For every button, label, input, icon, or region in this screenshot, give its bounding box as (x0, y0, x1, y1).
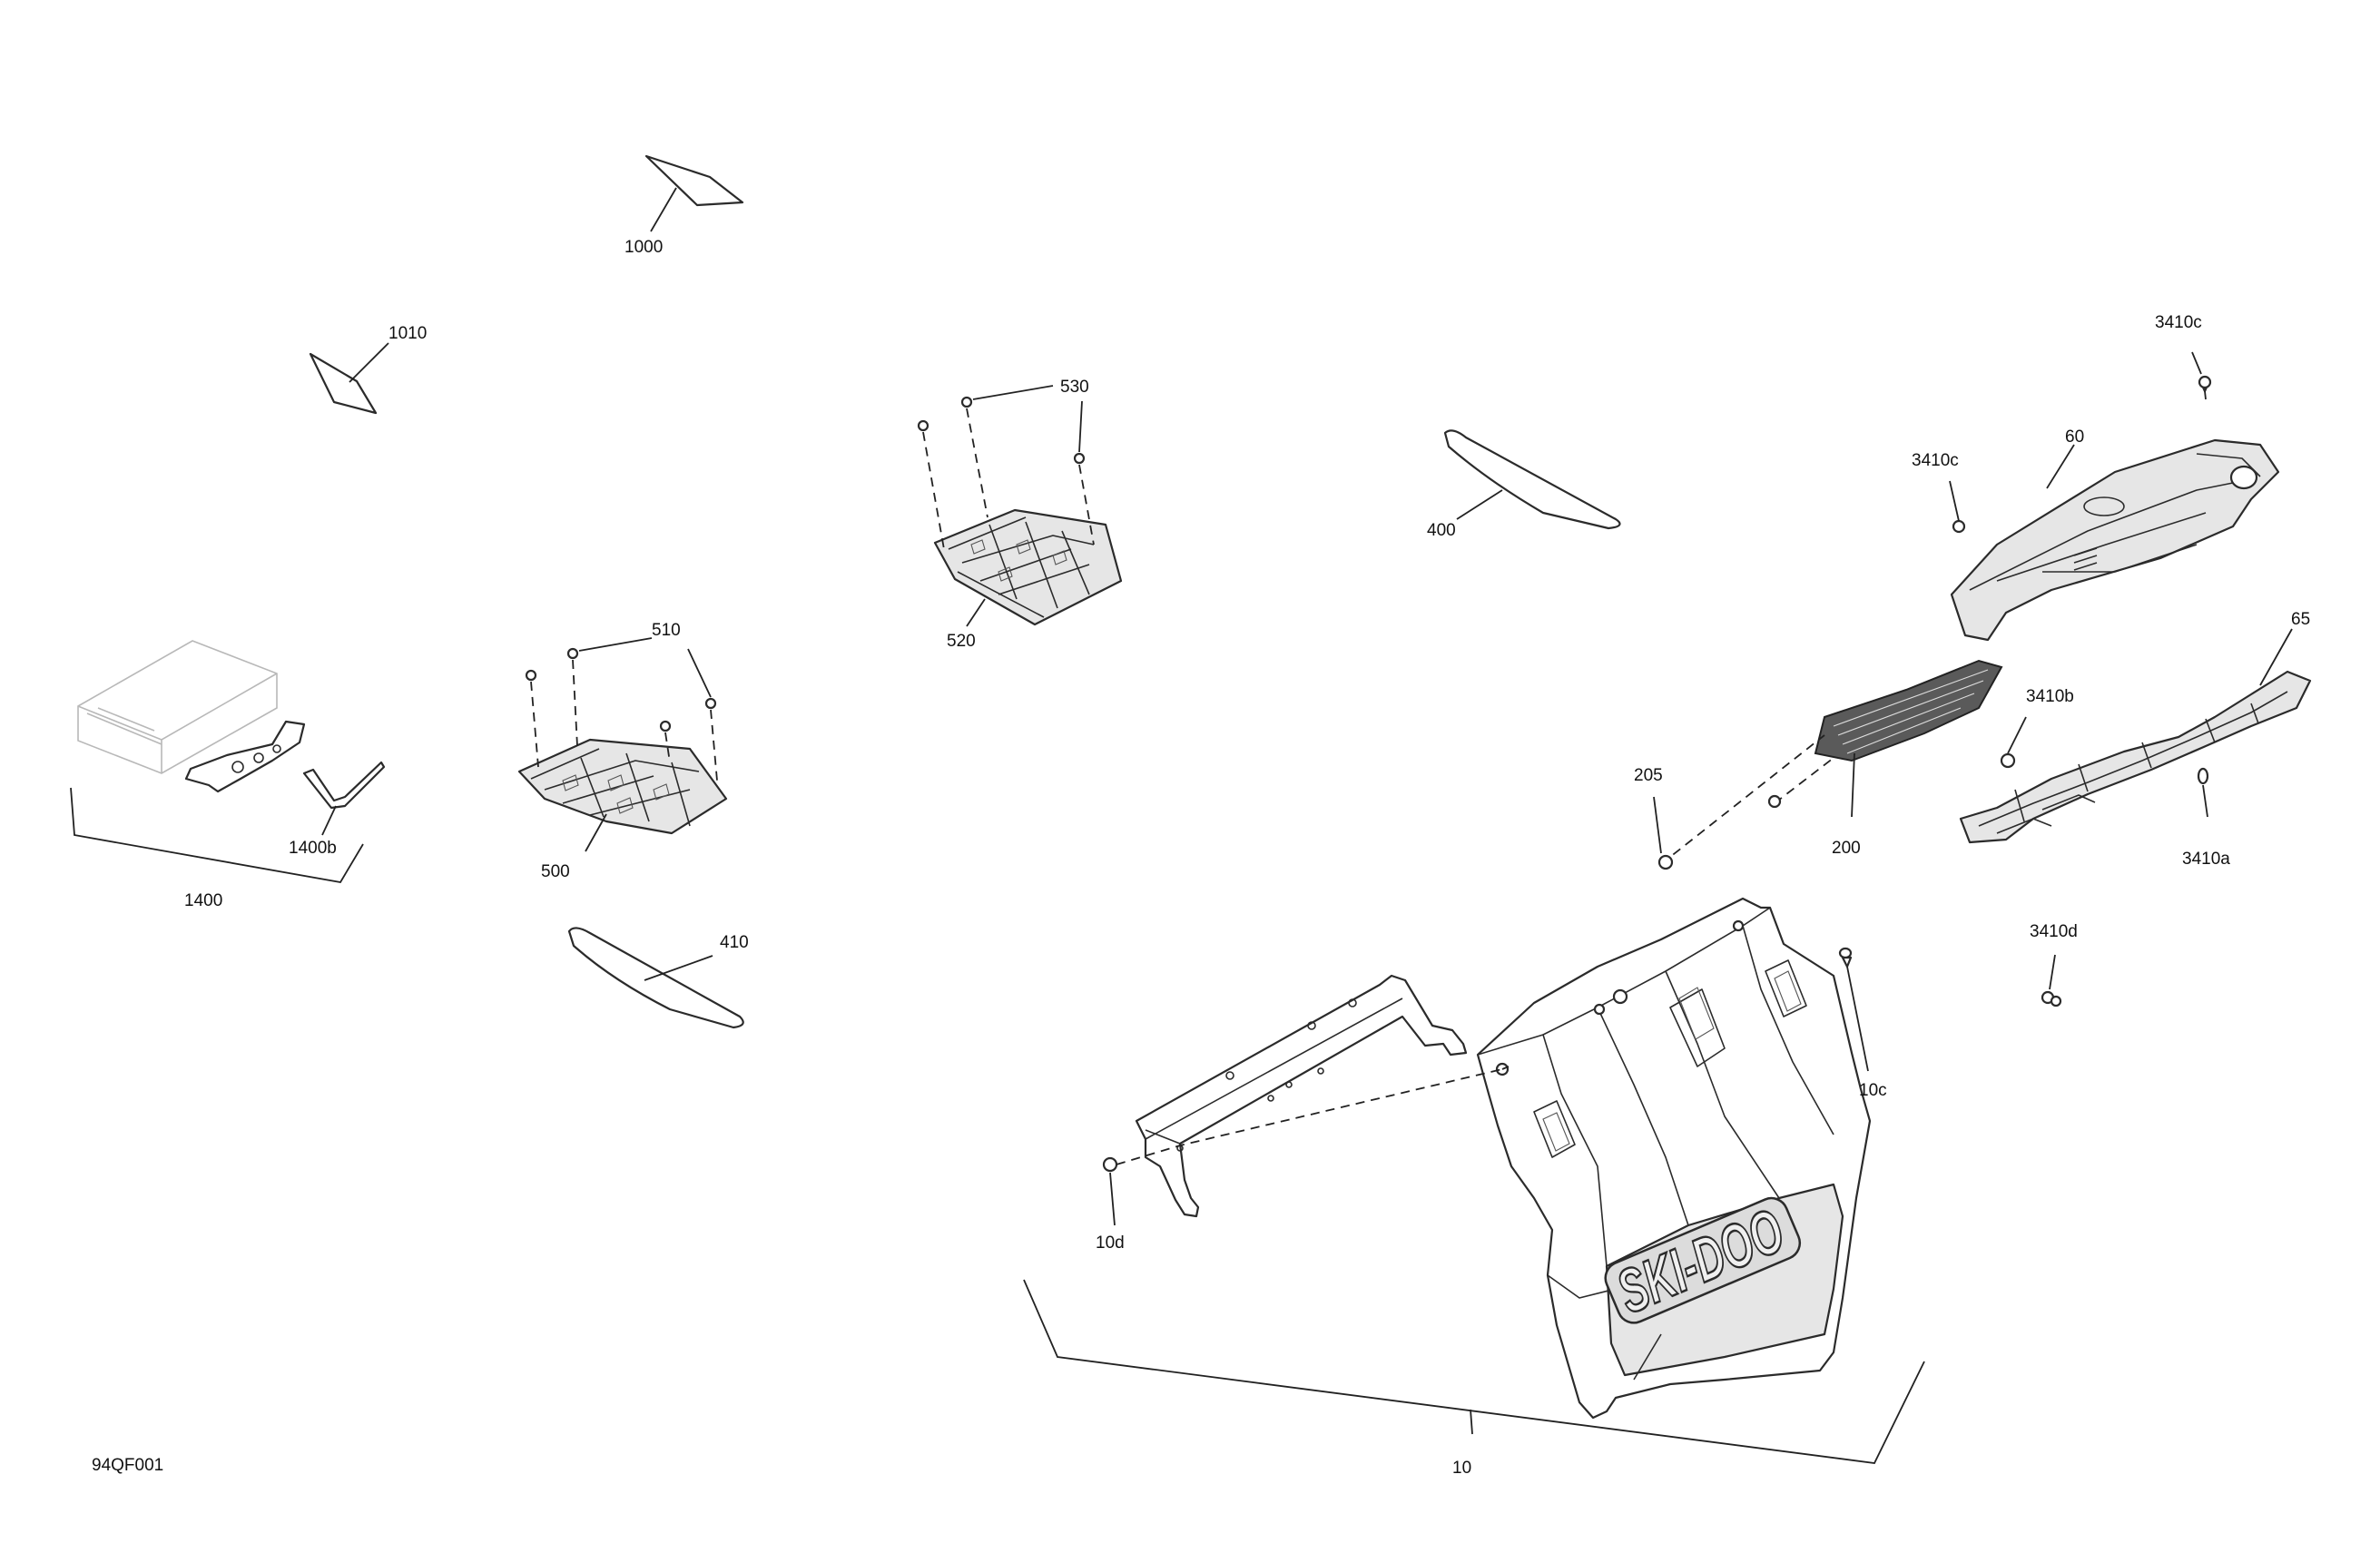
callout-3410c-top: 3410c (2155, 313, 2202, 332)
callout-400: 400 (1427, 521, 1456, 540)
callout-65: 65 (2291, 610, 2310, 629)
callout-500: 500 (541, 862, 570, 881)
callout-1010: 1010 (388, 324, 427, 343)
part-1010-decal (309, 342, 389, 415)
callout-510: 510 (652, 621, 681, 640)
part-1400-tool-kit (70, 640, 386, 883)
part-400-strip (1443, 429, 1621, 530)
figure-id: 94QF001 (92, 1456, 163, 1475)
callout-3410d: 3410d (2030, 922, 2078, 941)
part-1000-decal (644, 154, 744, 232)
callout-10c: 10c (1859, 1081, 1887, 1100)
part-60-side-cover (1949, 351, 2280, 642)
part-65-lower-cover (1959, 628, 2312, 844)
callout-1000: 1000 (625, 238, 663, 257)
part-10-front-fascia: SKI-DOO (1023, 897, 1925, 1464)
callout-10d: 10d (1096, 1233, 1125, 1253)
part-3410d-screw (2041, 954, 2062, 1007)
callout-3410a: 3410a (2182, 850, 2230, 869)
callout-3410c-mid: 3410c (1912, 451, 1959, 470)
part-520-rack (917, 385, 1123, 627)
part-500-rack (517, 637, 728, 852)
callout-205: 205 (1634, 766, 1663, 785)
callout-1400b: 1400b (289, 839, 337, 858)
callout-3410b: 3410b (2026, 687, 2074, 706)
callout-1400: 1400 (184, 891, 222, 910)
part-410-strip (567, 927, 744, 1029)
callout-200: 200 (1832, 839, 1861, 858)
callout-530: 530 (1060, 378, 1089, 397)
callout-520: 520 (947, 632, 976, 651)
part-200-vent-grille (1653, 659, 2003, 870)
callout-410: 410 (720, 933, 749, 952)
callout-60: 60 (2065, 428, 2084, 447)
callout-10: 10 (1452, 1459, 1471, 1478)
